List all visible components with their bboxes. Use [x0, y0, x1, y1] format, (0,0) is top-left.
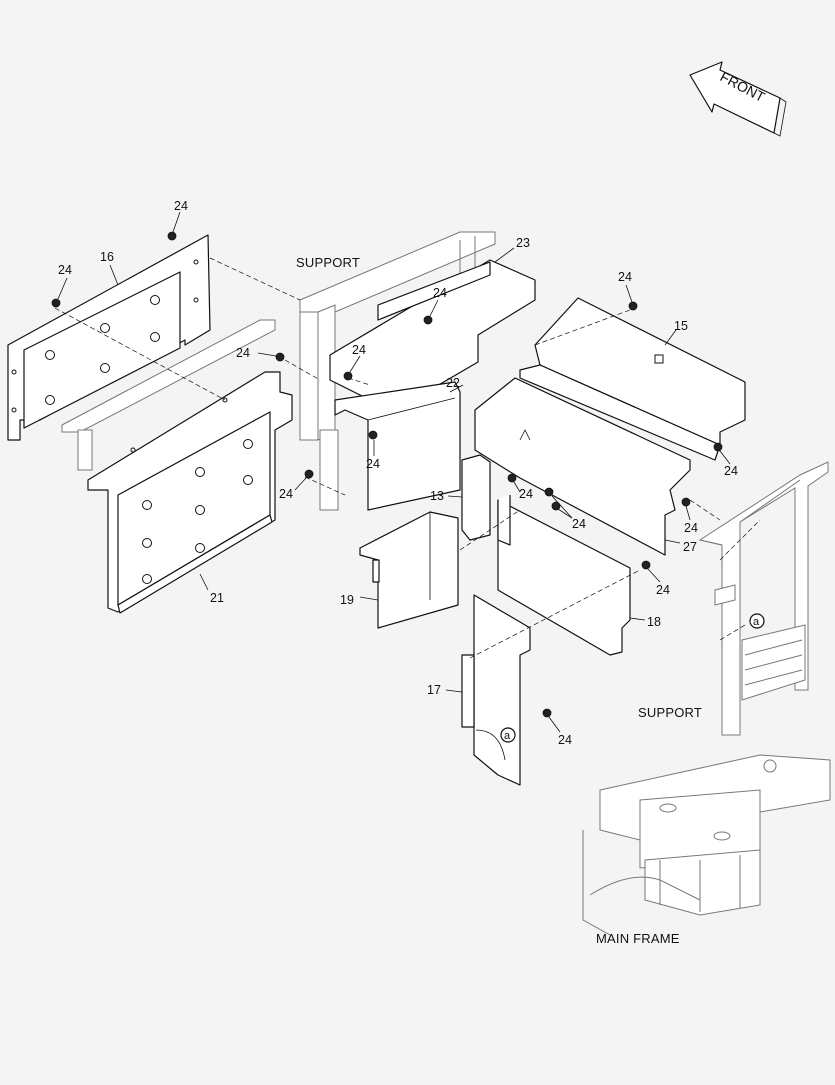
part-18-panel	[497, 495, 631, 656]
bolt-icon	[343, 371, 353, 381]
support-frame-right	[698, 461, 829, 736]
label-17: 17	[427, 683, 441, 697]
bolt-icon	[542, 708, 552, 718]
assembly-lines	[54, 257, 761, 659]
front-arrow: FRONT	[689, 61, 787, 137]
label-24-g: 24	[366, 457, 380, 471]
part-16-holes	[45, 295, 160, 405]
ref-mark-a-left-label: a	[504, 730, 511, 742]
label-16: 16	[100, 250, 114, 264]
part-17-panel	[461, 594, 531, 786]
bolt-icon	[551, 501, 561, 511]
part-27-box	[474, 377, 691, 556]
bolt-icon	[628, 301, 638, 311]
part-23-box	[329, 259, 536, 406]
label-24-m: 24	[656, 583, 670, 597]
label-19: 19	[340, 593, 354, 607]
label-24-a: 24	[174, 199, 188, 213]
bolt-icon	[507, 473, 517, 483]
label-24-h: 24	[618, 270, 632, 284]
caption-support-right: SUPPORT	[638, 705, 702, 720]
ref-mark-a-right: a	[749, 613, 765, 629]
label-24-f: 24	[352, 343, 366, 357]
label-24-j: 24	[519, 487, 533, 501]
bolt-icon	[641, 560, 651, 570]
label-15: 15	[674, 319, 688, 333]
label-18: 18	[647, 615, 661, 629]
ref-mark-a-right-label: a	[753, 616, 760, 628]
part-19-panel	[359, 511, 459, 629]
label-24-i: 24	[724, 464, 738, 478]
bolt-icon	[275, 352, 285, 362]
bolts-24	[51, 231, 723, 718]
label-24-e: 24	[433, 286, 447, 300]
part-16-panel	[7, 234, 211, 441]
leader-lines	[57, 211, 731, 733]
label-13: 13	[430, 489, 444, 503]
captions: SUPPORT SUPPORT MAIN FRAME	[296, 255, 702, 946]
part-21-holes	[142, 439, 253, 584]
part-21-rack	[87, 371, 293, 614]
bolt-icon	[544, 487, 554, 497]
bolt-icon	[423, 315, 433, 325]
ref-mark-a-left: a	[500, 727, 516, 743]
caption-support-top: SUPPORT	[296, 255, 360, 270]
label-24-b: 24	[58, 263, 72, 277]
label-24-c: 24	[236, 346, 250, 360]
bolt-icon	[167, 231, 177, 241]
label-21: 21	[210, 591, 224, 605]
bolt-icon	[681, 497, 691, 507]
label-23: 23	[516, 236, 530, 250]
label-24-d: 24	[279, 487, 293, 501]
bolt-icon	[368, 430, 378, 440]
label-24-n: 24	[558, 733, 572, 747]
bolt-icon	[51, 298, 61, 308]
label-24-k: 24	[572, 517, 586, 531]
caption-main-frame: MAIN FRAME	[596, 931, 680, 946]
label-27: 27	[683, 540, 697, 554]
part-15-cover	[519, 297, 746, 461]
part-22-panel	[334, 381, 461, 511]
main-frame	[582, 754, 831, 936]
label-24-l: 24	[684, 521, 698, 535]
part-13-bracket	[461, 454, 491, 541]
part-labels: 24 24 16 24 24 21 24 24 24 23 22 24 15 2…	[58, 199, 738, 747]
label-22: 22	[446, 376, 460, 390]
bolt-icon	[304, 469, 314, 479]
support-frame-left	[61, 231, 496, 511]
bolt-icon	[713, 442, 723, 452]
